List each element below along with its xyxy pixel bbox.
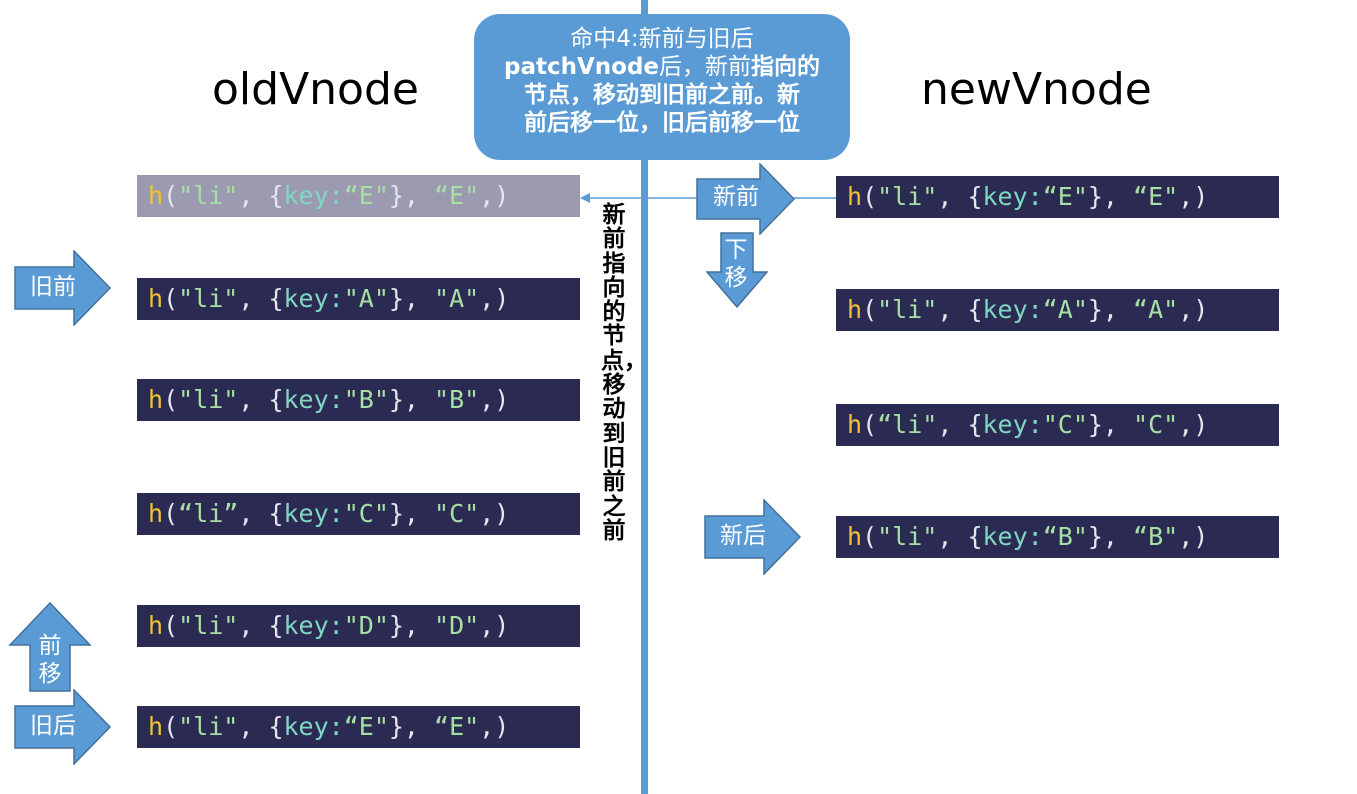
- old-node-4: h("li", {key:"D"}, "D",): [137, 605, 580, 647]
- callout-box: 命中4:新前与旧后 patchVnode后，新前指向的 节点，移动到旧前之前。新…: [474, 14, 850, 160]
- old-end-label: 旧后: [30, 713, 76, 739]
- old-node-0-text: “E": [434, 181, 480, 210]
- move-down-arrow: [706, 232, 768, 308]
- new-node-0-tag: "li": [877, 182, 938, 211]
- new-node-2-tag: “li": [877, 410, 938, 439]
- old-node-0-key: “E": [343, 181, 389, 210]
- new-vnode-title: newVnode: [921, 64, 1152, 115]
- old-node-5-text: “E": [434, 712, 480, 741]
- callout-line-2-rest: 后，新前: [659, 54, 752, 80]
- new-node-3: h("li", {key:“B"}, “B",): [836, 516, 1279, 558]
- old-end-arrow: [14, 689, 112, 765]
- old-node-4-key: "D": [343, 611, 389, 640]
- old-node-3-tag: “li”: [178, 499, 239, 528]
- old-node-1: h("li", {key:"A"}, "A",): [137, 278, 580, 320]
- old-node-1-key: "A": [343, 284, 389, 313]
- new-node-1: h("li", {key:“A"}, “A",): [836, 289, 1279, 331]
- move-up-arrow: [8, 602, 92, 692]
- old-node-5-key: “E": [343, 712, 389, 741]
- old-vnode-title: oldVnode: [212, 64, 419, 115]
- callout-line-2: patchVnode后，新前指向的: [474, 53, 850, 81]
- old-node-2-text: "B": [434, 385, 480, 414]
- divider-line: [641, 0, 648, 794]
- move-up-label: 前 移: [38, 633, 62, 687]
- new-node-3-tag: "li": [877, 522, 938, 551]
- new-end-arrow: [704, 499, 802, 575]
- move-down-label: 下 移: [724, 237, 748, 291]
- new-node-2-key: "C": [1042, 410, 1088, 439]
- new-node-1-key: “A": [1042, 295, 1088, 324]
- new-node-2: h(“li", {key:"C"}, "C",): [836, 404, 1279, 446]
- vertical-note: 新前指向的节点，移动到旧前之前: [601, 202, 647, 544]
- old-node-2-tag: "li": [178, 385, 239, 414]
- old-node-5: h("li", {key:“E"}, “E",): [137, 706, 580, 748]
- new-end-label: 新后: [720, 523, 766, 549]
- callout-line-4: 前后移一位，旧后前移一位: [524, 110, 800, 136]
- new-node-3-text: “B": [1133, 522, 1179, 551]
- new-node-1-text: “A": [1133, 295, 1179, 324]
- old-node-4-text: "D": [434, 611, 480, 640]
- old-node-2-key: "B": [343, 385, 389, 414]
- new-node-0-text: “E": [1133, 182, 1179, 211]
- old-node-0: h("li", {key:“E"}, “E",): [137, 175, 580, 217]
- callout-line-3: 节点，移动到旧前之前。新: [524, 82, 800, 108]
- old-start-arrow: [14, 250, 112, 326]
- callout-line-1: 命中4:新前与旧后: [570, 26, 754, 52]
- callout-line-2-bold-2: 指向的: [751, 54, 821, 80]
- old-node-3: h(“li”, {key:"C"}, "C",): [137, 493, 580, 535]
- old-node-3-text: "C": [434, 499, 480, 528]
- old-node-1-text: "A": [434, 284, 480, 313]
- new-start-label: 新前: [713, 184, 759, 210]
- old-node-3-key: "C": [343, 499, 389, 528]
- old-node-0-tag: "li": [178, 181, 239, 210]
- new-node-2-text: "C": [1133, 410, 1179, 439]
- new-node-0: h("li", {key:“E"}, “E",): [836, 176, 1279, 218]
- old-node-2: h("li", {key:"B"}, "B",): [137, 379, 580, 421]
- old-node-1-tag: "li": [178, 284, 239, 313]
- new-node-0-key: “E": [1042, 182, 1088, 211]
- old-start-label: 旧前: [30, 274, 76, 300]
- old-node-5-tag: "li": [178, 712, 239, 741]
- new-node-1-tag: "li": [877, 295, 938, 324]
- old-node-4-tag: "li": [178, 611, 239, 640]
- new-start-arrow: [696, 163, 796, 235]
- new-node-3-key: “B": [1042, 522, 1088, 551]
- callout-line-2-bold: patchVnode: [503, 54, 660, 80]
